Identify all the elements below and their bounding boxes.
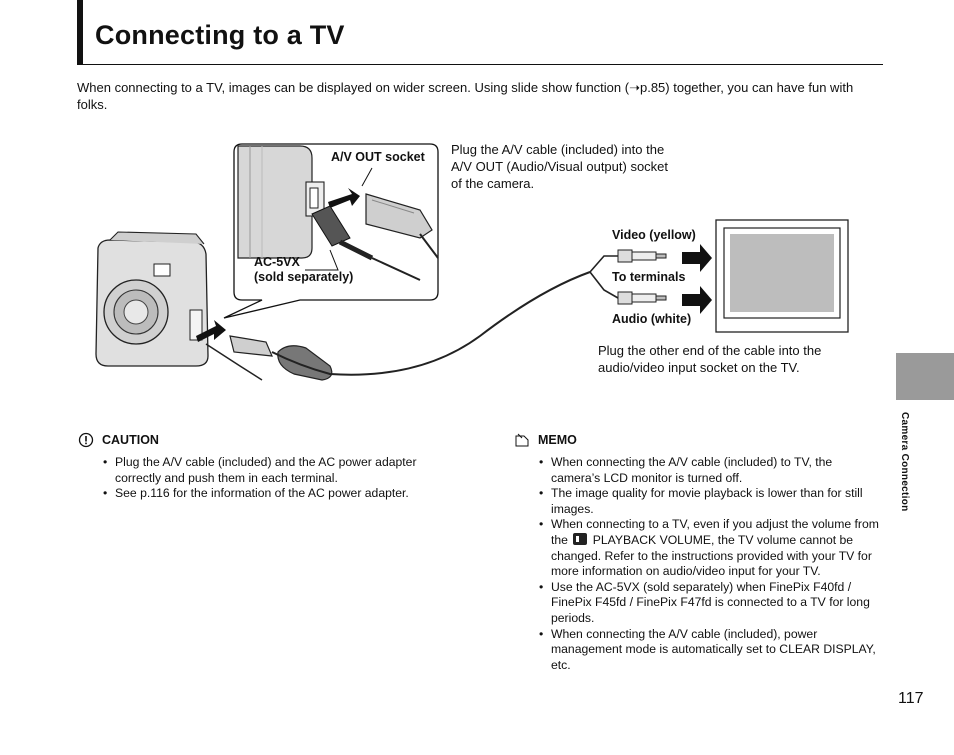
video-arrow-icon (682, 244, 712, 272)
memo-item-volume: When connecting to a TV, even if you adj… (537, 517, 879, 579)
adapter-sold-label: (sold separately) (254, 270, 354, 284)
caution-list: Plug the A/V cable (included) and the AC… (101, 455, 446, 502)
caution-item: Plug the A/V cable (included) and the AC… (101, 455, 446, 486)
memo-volume-text-before: When connecting to a TV, even if you adj… (551, 517, 879, 547)
caution-icon (78, 432, 94, 448)
memo-item: Use the AC-5VX (sold separately) when Fi… (537, 580, 879, 627)
section-tab (896, 353, 954, 400)
to-terminals-label: To terminals (612, 270, 686, 284)
camera-illustration (95, 231, 333, 381)
caution-heading: CAUTION (78, 432, 159, 448)
caution-title: CAUTION (102, 433, 159, 447)
memo-heading: MEMO (514, 432, 577, 448)
plug-note: Plug the A/V cable (included) into the A… (451, 142, 669, 191)
section-label: Camera Connection (899, 412, 910, 512)
caution-item: See p.116 for the information of the AC … (101, 486, 446, 502)
title-bar (77, 0, 883, 65)
intro-paragraph: When connecting to a TV, images can be d… (77, 80, 854, 112)
memo-item: When connecting the A/V cable (included)… (537, 455, 879, 486)
memo-icon (514, 432, 530, 448)
playback-volume-icon (573, 532, 588, 545)
page-title: Connecting to a TV (95, 20, 345, 50)
audio-white-label: Audio (white) (612, 312, 692, 326)
connection-diagram (95, 143, 849, 381)
callout-box (223, 143, 439, 319)
page-number: 117 (898, 690, 924, 707)
memo-list: When connecting the A/V cable (included)… (537, 455, 879, 673)
memo-item: The image quality for movie playback is … (537, 486, 879, 517)
memo-title: MEMO (538, 433, 577, 447)
adapter-label: AC-5VX (254, 255, 300, 269)
tv-note: Plug the other end of the cable into the… (598, 343, 822, 375)
rca-plugs (617, 249, 667, 305)
memo-item: When connecting the A/V cable (included)… (537, 627, 879, 674)
memo-volume-text-after: PLAYBACK VOLUME, the TV volume cannot be… (551, 532, 872, 579)
av-out-socket-label: A/V OUT socket (331, 150, 425, 164)
av-cable (271, 271, 591, 376)
video-yellow-label: Video (yellow) (612, 228, 696, 242)
tv-illustration (715, 219, 849, 333)
audio-arrow-icon (682, 286, 712, 314)
